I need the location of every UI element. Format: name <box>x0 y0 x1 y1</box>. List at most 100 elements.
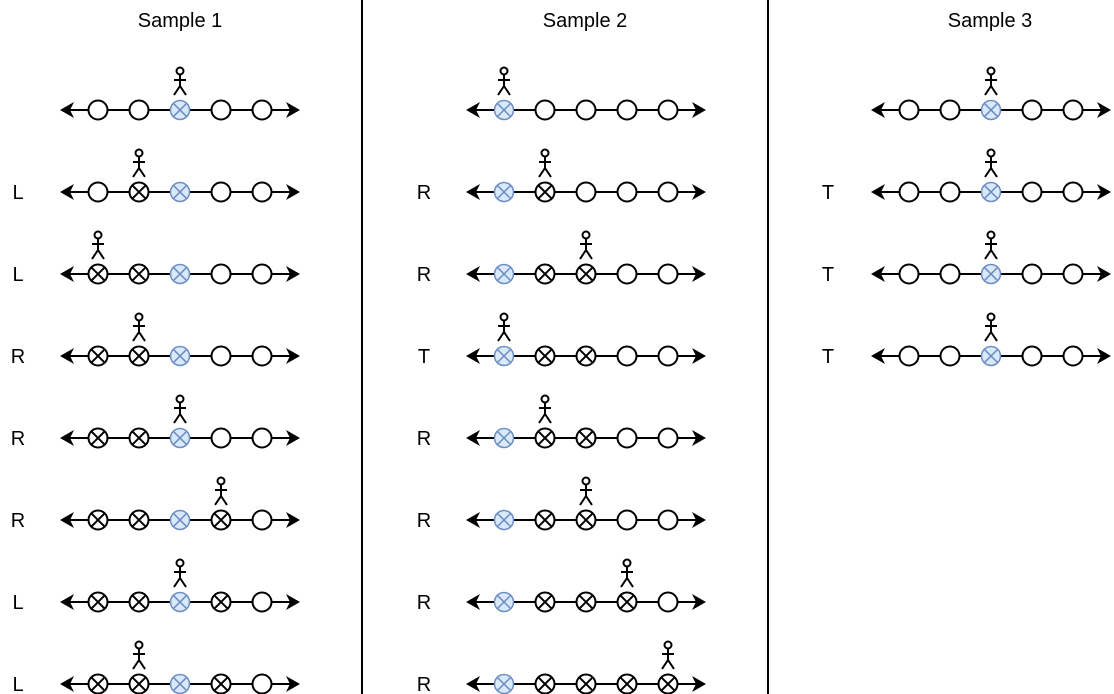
start-node-icon <box>169 427 191 449</box>
stick-figure-icon <box>173 66 187 96</box>
action-label: T <box>418 346 430 368</box>
arrow-left-icon <box>60 266 74 282</box>
x-circle-icon <box>128 591 150 613</box>
start-node-icon <box>493 345 515 367</box>
arrow-right-icon <box>692 266 706 282</box>
stick-figure-icon <box>132 640 146 670</box>
state-row: L <box>12 148 300 204</box>
x-circle-icon <box>575 345 597 367</box>
x-circle-icon <box>534 181 556 203</box>
stick-figure-icon <box>661 640 675 670</box>
x-circle-icon <box>87 427 109 449</box>
arrow-left-icon <box>60 676 74 692</box>
circle-icon <box>128 99 150 121</box>
circle-icon <box>210 427 232 449</box>
start-node-icon <box>493 181 515 203</box>
x-circle-icon <box>575 509 597 531</box>
state-row: R <box>11 394 300 450</box>
state-row: R <box>417 558 706 614</box>
state-row: R <box>417 476 706 532</box>
start-node-icon <box>493 263 515 285</box>
arrow-left-icon <box>466 184 480 200</box>
circle-icon <box>251 345 273 367</box>
action-label: R <box>417 428 431 450</box>
x-circle-icon <box>128 673 150 694</box>
panel-title-sample-1: Sample 1 <box>138 10 223 32</box>
x-circle-icon <box>534 427 556 449</box>
circle-icon <box>939 263 961 285</box>
circle-icon <box>1062 99 1084 121</box>
state-row: R <box>417 640 706 694</box>
arrow-right-icon <box>286 266 300 282</box>
circle-icon <box>616 345 638 367</box>
arrow-right-icon <box>286 512 300 528</box>
start-node-icon <box>493 99 515 121</box>
arrow-right-icon <box>1097 102 1111 118</box>
start-node-icon <box>493 509 515 531</box>
stick-figure-icon <box>620 558 634 588</box>
arrow-right-icon <box>692 676 706 692</box>
state-row: L <box>12 230 300 286</box>
stick-figure-icon <box>132 148 146 178</box>
start-node-icon <box>169 673 191 694</box>
x-circle-icon <box>534 345 556 367</box>
x-circle-icon <box>87 509 109 531</box>
stick-figure-icon <box>91 230 105 260</box>
circle-icon <box>251 263 273 285</box>
action-label: R <box>11 346 25 368</box>
state-row: R <box>417 394 706 450</box>
arrow-left-icon <box>466 430 480 446</box>
stick-figure-icon <box>173 558 187 588</box>
circle-icon <box>251 591 273 613</box>
action-label: R <box>417 264 431 286</box>
arrow-right-icon <box>692 512 706 528</box>
x-circle-icon <box>128 345 150 367</box>
circle-icon <box>939 99 961 121</box>
arrow-right-icon <box>286 184 300 200</box>
state-row: R <box>11 312 300 368</box>
circle-icon <box>616 509 638 531</box>
arrow-left-icon <box>60 348 74 364</box>
state-row <box>871 66 1111 121</box>
circle-icon <box>575 181 597 203</box>
x-circle-icon <box>575 427 597 449</box>
arrow-left-icon <box>871 102 885 118</box>
arrow-left-icon <box>60 102 74 118</box>
action-label: R <box>417 182 431 204</box>
x-circle-icon <box>210 673 232 694</box>
x-circle-icon <box>534 263 556 285</box>
arrow-left-icon <box>60 594 74 610</box>
arrow-left-icon <box>466 266 480 282</box>
circle-icon <box>898 99 920 121</box>
arrow-right-icon <box>692 594 706 610</box>
x-circle-icon <box>616 673 638 694</box>
start-node-icon <box>980 345 1002 367</box>
circle-icon <box>616 181 638 203</box>
x-circle-icon <box>128 427 150 449</box>
x-circle-icon <box>534 591 556 613</box>
arrow-left-icon <box>60 184 74 200</box>
circle-icon <box>534 99 556 121</box>
stick-figure-icon <box>538 394 552 424</box>
start-node-icon <box>980 263 1002 285</box>
start-node-icon <box>980 181 1002 203</box>
x-circle-icon <box>210 509 232 531</box>
arrow-right-icon <box>692 348 706 364</box>
action-label: R <box>11 428 25 450</box>
circle-icon <box>210 263 232 285</box>
state-row <box>466 66 706 121</box>
x-circle-icon <box>128 263 150 285</box>
arrow-right-icon <box>692 184 706 200</box>
state-row: R <box>11 476 300 532</box>
circle-icon <box>251 99 273 121</box>
stick-figure-icon <box>984 148 998 178</box>
action-label: T <box>822 264 834 286</box>
arrow-right-icon <box>286 430 300 446</box>
arrow-right-icon <box>1097 184 1111 200</box>
x-circle-icon <box>575 673 597 694</box>
arrow-left-icon <box>466 594 480 610</box>
circle-icon <box>1021 99 1043 121</box>
arrow-right-icon <box>286 676 300 692</box>
stick-figure-icon <box>214 476 228 506</box>
